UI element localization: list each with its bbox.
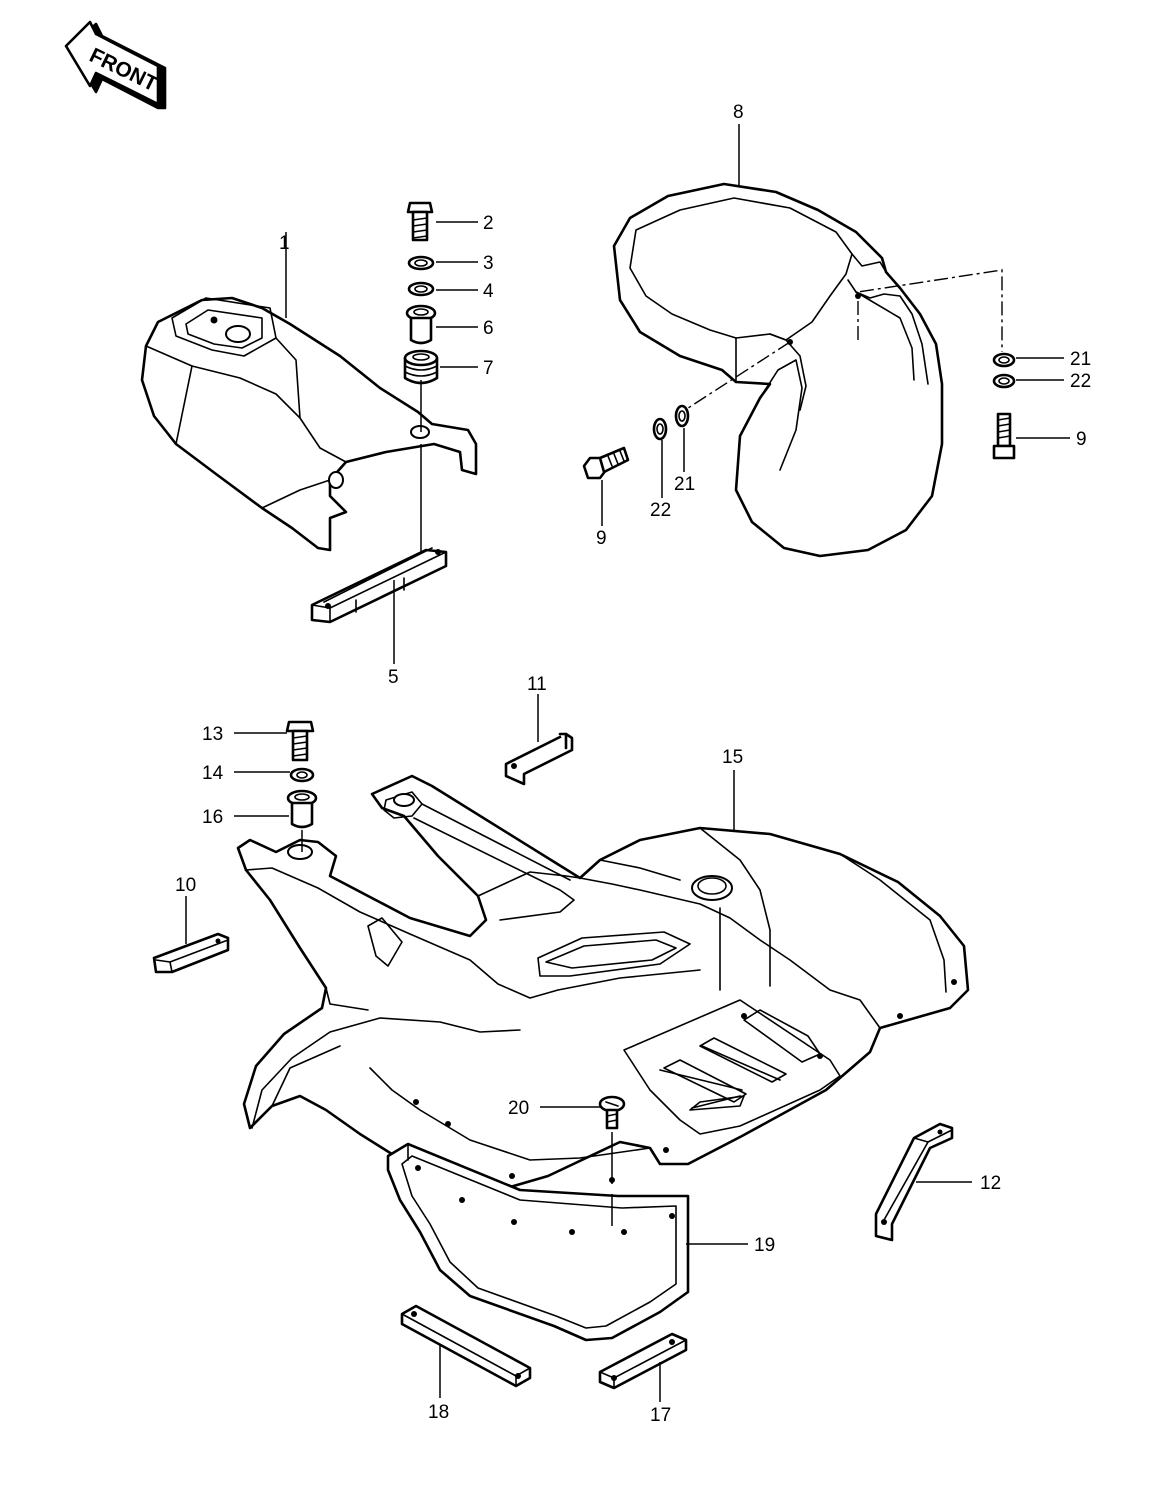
collar-part-16 xyxy=(286,789,318,829)
assembly-line-fender-side xyxy=(681,341,791,413)
callout-5: 5 xyxy=(388,667,399,688)
callout-21-left: 21 xyxy=(674,474,695,495)
rear-fender-part-15 xyxy=(236,774,970,1192)
callout-10: 10 xyxy=(175,875,196,896)
callout-8: 8 xyxy=(733,102,744,123)
plate-part-17 xyxy=(598,1332,688,1390)
callout-leaders xyxy=(185,124,1070,1402)
mud-flap-part-19 xyxy=(386,1142,690,1342)
bracket-part-11 xyxy=(504,732,574,786)
grommet-part-7 xyxy=(403,349,439,385)
washer-part-22-right xyxy=(992,373,1016,389)
assembly-line-fender-rear xyxy=(857,269,1003,352)
callout-9-left: 9 xyxy=(596,528,607,549)
bracket-part-12 xyxy=(874,1122,954,1242)
bolt-part-9-right xyxy=(992,412,1016,460)
callout-17: 17 xyxy=(650,1405,671,1426)
callout-21-right: 21 xyxy=(1070,349,1091,370)
callout-3: 3 xyxy=(483,253,494,274)
seat-cover-part xyxy=(140,296,478,552)
bolt-part-13 xyxy=(285,720,315,762)
callout-2: 2 xyxy=(483,213,494,234)
callout-1: 1 xyxy=(279,233,290,254)
callout-15: 15 xyxy=(722,747,743,768)
callout-22-right: 22 xyxy=(1070,371,1091,392)
callout-20: 20 xyxy=(508,1098,529,1119)
front-arrow-icon: FRONT xyxy=(64,20,167,110)
washer-part-22-left xyxy=(652,417,668,441)
callout-13: 13 xyxy=(202,724,223,745)
bolt-part-2 xyxy=(406,201,434,242)
front-fender-part-8 xyxy=(612,182,944,558)
washer-part-21-right xyxy=(992,352,1016,368)
washer-part-4 xyxy=(407,281,435,297)
bracket-part-10 xyxy=(152,932,230,974)
callout-19: 19 xyxy=(754,1235,775,1256)
collar-part-6 xyxy=(405,304,437,345)
callout-11: 11 xyxy=(527,674,547,695)
callout-22-left: 22 xyxy=(650,500,671,521)
callout-9-right: 9 xyxy=(1076,429,1087,450)
plate-part-18 xyxy=(400,1304,532,1388)
callout-7: 7 xyxy=(483,358,494,379)
callout-12: 12 xyxy=(980,1173,1001,1194)
washer-part-14 xyxy=(289,767,315,783)
callout-16: 16 xyxy=(202,807,223,828)
washer-part-21-left xyxy=(674,404,690,428)
bolt-part-9-left xyxy=(582,446,630,480)
callout-14: 14 xyxy=(202,763,224,784)
callout-18: 18 xyxy=(428,1402,449,1423)
callout-6: 6 xyxy=(483,318,494,339)
screw-part-20 xyxy=(598,1095,626,1130)
lock-washer-part-3 xyxy=(407,255,435,271)
callout-4: 4 xyxy=(483,281,494,302)
seat-bracket-part-5 xyxy=(310,547,448,624)
